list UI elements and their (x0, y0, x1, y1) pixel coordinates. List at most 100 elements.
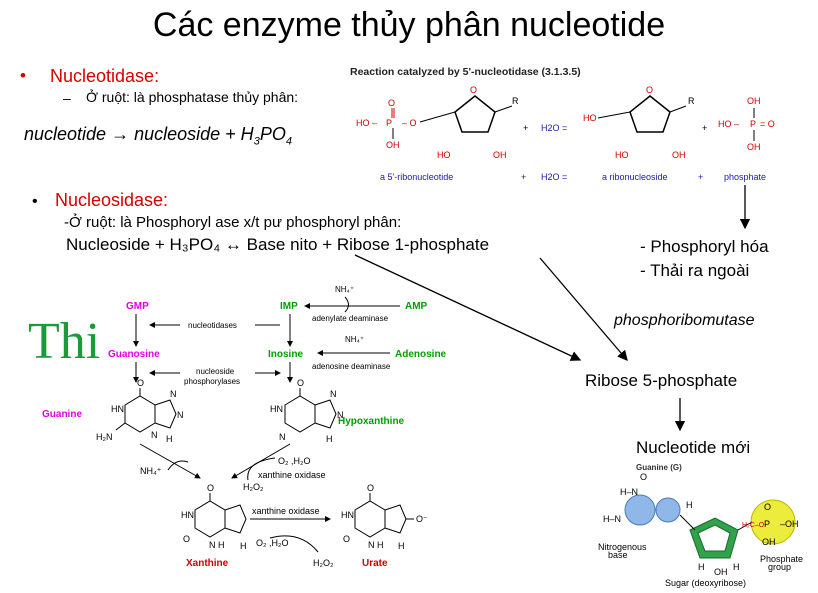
ribonucleoside-structure: HO O R HO OH (583, 85, 695, 160)
nucleosidase-heading: Nucleosidase: (55, 190, 169, 210)
nh4-label-2: NH₄⁺ (345, 335, 364, 344)
ribonucleotide-structure: HO – P O OH – O O R HO OH (356, 85, 519, 160)
adenylate-deaminase-label: adenylate deaminase (312, 314, 389, 323)
nucleosidase-equation: Nucleoside + H₃PO₄ ↔ Base nito + Ribose … (66, 235, 490, 254)
purine-pathway: GMP IMP AMP NH₄⁺ adenylate deaminase nuc… (42, 285, 447, 427)
svg-text:N: N (151, 430, 158, 440)
svg-text:HO: HO (615, 150, 629, 160)
phosphate-group-label-1: Phosphate (760, 554, 803, 564)
svg-text:P: P (750, 119, 756, 129)
svg-text:= O: = O (760, 119, 775, 129)
sugar-label: Sugar (deoxyribose) (665, 578, 746, 588)
svg-text:P: P (386, 118, 392, 128)
svg-text:OH: OH (747, 142, 761, 152)
svg-text:OH: OH (672, 150, 686, 160)
svg-text:H–N: H–N (603, 514, 621, 524)
reaction-plus-2: + (702, 123, 707, 133)
xanthine-oxidase-label-2: xanthine oxidase (252, 506, 320, 516)
svg-text:HN: HN (341, 510, 354, 520)
svg-text:O: O (183, 534, 190, 544)
hypoxanthine-ring-structure (284, 388, 337, 433)
nucleotidase-desc: Ở ruột: là phosphatase thủy phân: (86, 90, 306, 105)
svg-text:O: O (137, 378, 144, 388)
nucleotidase-desc-text: Ở ruột: là phosphatase thủy phân: (86, 89, 299, 105)
h2o2-label-2: H₂O₂ (313, 558, 334, 568)
xanthine-ring-structure (194, 493, 247, 538)
svg-text:O: O (297, 378, 304, 388)
svg-text:HO –: HO – (718, 119, 739, 129)
svg-text:O: O (640, 472, 647, 482)
nh4-label-1: NH₄⁺ (335, 285, 354, 294)
reaction-plus: + (523, 123, 528, 133)
svg-text:H₂N: H₂N (96, 432, 113, 442)
label-plus-a: + (521, 172, 526, 182)
guanosine-label: Guanosine (108, 349, 160, 360)
svg-text:O: O (764, 502, 771, 512)
h2o2-label-1: H₂O₂ (243, 482, 264, 492)
new-nucleotide-label: Nucleotide mới (636, 438, 751, 457)
svg-text:R: R (512, 96, 519, 106)
nucleotidase-heading: Nucleotidase: (50, 66, 160, 86)
svg-text:P: P (764, 519, 770, 529)
svg-text:H: H (686, 500, 693, 510)
eq-sub1: 3 (253, 135, 260, 148)
svg-text:H: H (326, 434, 333, 444)
svg-text:H: H (166, 434, 173, 444)
bullet-2: • (32, 193, 38, 210)
svg-text:O: O (470, 85, 477, 95)
fate-phosphorylation: - Phosphoryl hóa (640, 237, 769, 256)
o2-h2o-label-1: O₂ ,H₂O (278, 456, 311, 466)
svg-text:– O: – O (402, 118, 417, 128)
label-ribonucleoside: a ribonucleoside (602, 172, 668, 182)
label-h2o: H2O = (541, 172, 567, 182)
guanine-nucleotide-illustration (624, 494, 796, 559)
page-title: Các enzyme thủy phân nucleotide (152, 6, 666, 44)
label-phosphate: phosphate (724, 172, 766, 182)
arrow-to-ribose5p-1 (354, 254, 582, 361)
urate-ring-structure (354, 493, 414, 538)
svg-text:N: N (337, 410, 344, 420)
svg-text:H: H (398, 541, 405, 551)
eq-left: nucleotide (24, 124, 107, 144)
thi-overlay-text: Thi (28, 313, 101, 370)
guanine-label: Guanine (42, 409, 82, 420)
svg-text:OH: OH (762, 537, 776, 547)
svg-text:O: O (646, 85, 653, 95)
reaction-h2o: H2O = (541, 123, 567, 133)
adenosine-deaminase-label: adenosine deaminase (312, 362, 391, 371)
svg-text:H: H (733, 562, 740, 572)
eq-sub2: 4 (285, 135, 292, 148)
fate-excretion: - Thải ra ngoài (640, 261, 750, 280)
nitrogenous-base-label-1: Nitrogenous (598, 542, 647, 552)
ribose-5-phosphate-label: Ribose 5-phosphate (585, 371, 738, 390)
sub-dash: – (63, 90, 71, 106)
svg-text:HN: HN (111, 404, 124, 414)
phosphoribomutase-label: phosphoribomutase (614, 312, 755, 329)
svg-text:O⁻: O⁻ (416, 514, 428, 524)
nucleotidase-equation: nucleotide → nucleoside + H3PO4 (24, 124, 292, 148)
svg-text:HO –: HO – (356, 118, 377, 128)
svg-text:O: O (367, 483, 374, 493)
nucleoside-phosphorylases-label-1: nucleoside (196, 367, 235, 376)
svg-text:O: O (388, 98, 395, 108)
adenosine-label: Adenosine (395, 349, 447, 360)
hypoxanthine-label: Hypoxanthine (338, 416, 405, 427)
svg-text:HO: HO (583, 113, 597, 123)
svg-text:R: R (688, 96, 695, 106)
nh4-label-3: NH₄⁺ (140, 466, 162, 476)
bullet: • (20, 66, 26, 85)
o2-h2o-label-2: O₂ ,H₂O (256, 538, 289, 548)
svg-text:H: H (698, 562, 705, 572)
xanthine-label: Xanthine (186, 558, 229, 569)
svg-text:N: N (177, 410, 184, 420)
nucleoside-phosphorylases-label-2: phosphorylases (184, 377, 240, 386)
xanthine-oxidase-label-1: xanthine oxidase (258, 470, 326, 480)
svg-text:N: N (170, 389, 177, 399)
eq-arrow: → (111, 124, 130, 144)
svg-text:H–N: H–N (620, 487, 638, 497)
svg-text:OH: OH (493, 150, 507, 160)
svg-text:N H: N H (209, 540, 225, 550)
svg-text:N H: N H (368, 540, 384, 550)
svg-text:N: N (279, 432, 286, 442)
gmp-label: GMP (126, 301, 149, 312)
